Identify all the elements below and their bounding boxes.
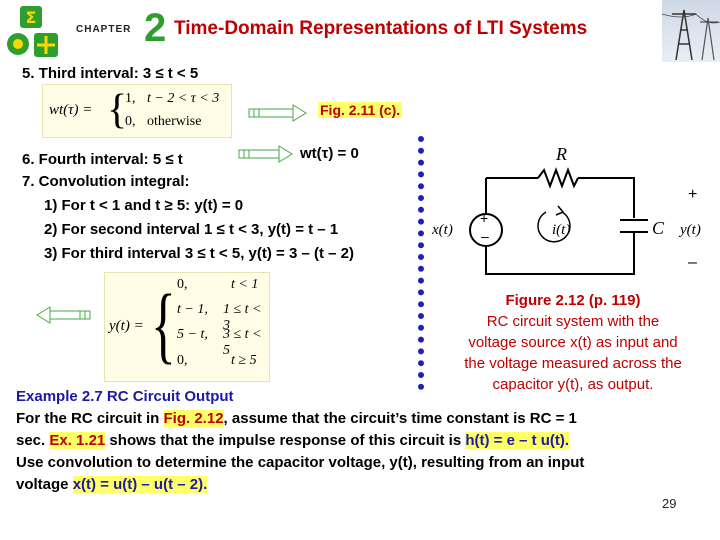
yt-row-cond: 1 ≤ t < 3 xyxy=(223,302,262,333)
output-label: y(t) xyxy=(680,222,701,238)
example-title: Example 2.7 RC Circuit Output xyxy=(16,388,234,405)
convolution-item: 1) For t < 1 and t ≥ 5: y(t) = 0 xyxy=(44,197,244,214)
source-plus: + xyxy=(480,210,489,226)
source-minus: – xyxy=(481,228,489,244)
fig-2-11c-link[interactable]: Fig. 2.11 (c). xyxy=(318,102,403,118)
wt-lhs: wt(τ) = xyxy=(49,102,93,118)
current-label: i(t) xyxy=(552,222,571,238)
example-block: Example 2.7 RC Circuit Output For the RC… xyxy=(16,386,716,496)
impulse-response-eq: h(t) = e – t u(t). xyxy=(465,432,570,449)
rc-circuit-diagram: + – xyxy=(428,140,720,280)
chapter-number: 2 xyxy=(144,6,167,50)
yt-row-value: 0, xyxy=(177,277,188,292)
figure-caption-line: capacitor y(t), as output. xyxy=(492,376,654,393)
wt-equation-box: wt(τ) = { 1, t − 2 < τ < 3 0, otherwise xyxy=(42,84,232,138)
convolution-item: 2) For second interval 1 ≤ t < 3, y(t) =… xyxy=(44,221,339,238)
output-plus: + xyxy=(688,186,698,203)
figure-caption-line: the voltage measured across the xyxy=(464,355,682,372)
chapter-logo: Σ xyxy=(4,4,60,60)
transmission-tower-icon xyxy=(661,9,720,61)
fig-2-12-link[interactable]: Fig. 2.12 xyxy=(163,410,224,427)
fourth-interval-heading: 6. Fourth interval: 5 ≤ t xyxy=(22,151,183,168)
example-text: sec. xyxy=(16,432,50,449)
figure-caption-title: Figure 2.12 (p. 119) xyxy=(505,292,641,309)
page-title: Time-Domain Representations of LTI Syste… xyxy=(174,18,588,39)
arrow-right-icon xyxy=(248,104,308,127)
yt-piecewise-box: y(t) = { 0, t < 1 t − 1, 1 ≤ t < 3 5 − t… xyxy=(104,272,270,382)
page-number: 29 xyxy=(662,496,677,511)
source-label: x(t) xyxy=(432,222,453,238)
figure-caption: Figure 2.12 (p. 119) RC circuit system w… xyxy=(430,290,716,395)
wt-case1-cond: t − 2 < τ < 3 xyxy=(147,91,220,106)
example-line: sec. Ex. 1.21 shows that the impulse res… xyxy=(16,430,716,452)
example-line: voltage x(t) = u(t) – u(t – 2). xyxy=(16,474,716,496)
input-voltage-eq: x(t) = u(t) – u(t – 2). xyxy=(72,476,208,493)
wt-case1-value: 1, xyxy=(125,91,136,106)
yt-lhs: y(t) = xyxy=(109,318,144,334)
arrow-right-icon xyxy=(238,145,294,168)
gear-logo-icon: Σ xyxy=(7,6,58,57)
section-divider xyxy=(418,136,424,390)
ex-1-21-link[interactable]: Ex. 1.21 xyxy=(49,432,106,449)
yt-row-cond: 3 ≤ t < 5 xyxy=(223,327,262,358)
arrow-left-icon xyxy=(36,306,92,329)
resistor-label: R xyxy=(556,144,567,164)
example-text: For the RC circuit in xyxy=(16,410,164,427)
figure-caption-line: RC circuit system with the xyxy=(486,313,660,330)
yt-row-cond: t < 1 xyxy=(231,277,259,292)
yt-row-cond: t ≥ 5 xyxy=(231,353,257,368)
svg-text:Σ: Σ xyxy=(26,8,37,27)
wt-case2-value: 0, xyxy=(125,114,136,129)
fourth-interval-result: wt(τ) = 0 xyxy=(300,145,359,162)
chapter-label: CHAPTER xyxy=(76,24,132,35)
third-interval-heading: 5. Third interval: 3 ≤ t < 5 xyxy=(22,65,199,82)
example-line: For the RC circuit in Fig. 2.12, assume … xyxy=(16,408,716,430)
convolution-item: 3) For third interval 3 ≤ t < 5, y(t) = … xyxy=(44,245,354,262)
yt-row-value: t − 1, xyxy=(177,302,208,317)
capacitor-label: C xyxy=(652,218,665,238)
power-lines-image xyxy=(661,0,720,62)
wt-case2-cond: otherwise xyxy=(147,114,202,129)
convolution-heading: 7. Convolution integral: xyxy=(22,173,190,190)
left-brace: { xyxy=(107,87,128,133)
example-text: shows that the impulse response of this … xyxy=(105,432,466,449)
output-minus: – xyxy=(688,254,697,271)
example-text: Use convolution to determine the capacit… xyxy=(16,454,585,471)
example-text: , assume that the circuit’s time constan… xyxy=(223,410,577,427)
figure-caption-line: voltage source x(t) as input and xyxy=(468,334,678,351)
yt-row-value: 0, xyxy=(177,353,188,368)
left-brace: { xyxy=(151,276,176,372)
yt-row-value: 5 − t, xyxy=(177,327,208,342)
example-text: voltage xyxy=(16,476,73,493)
